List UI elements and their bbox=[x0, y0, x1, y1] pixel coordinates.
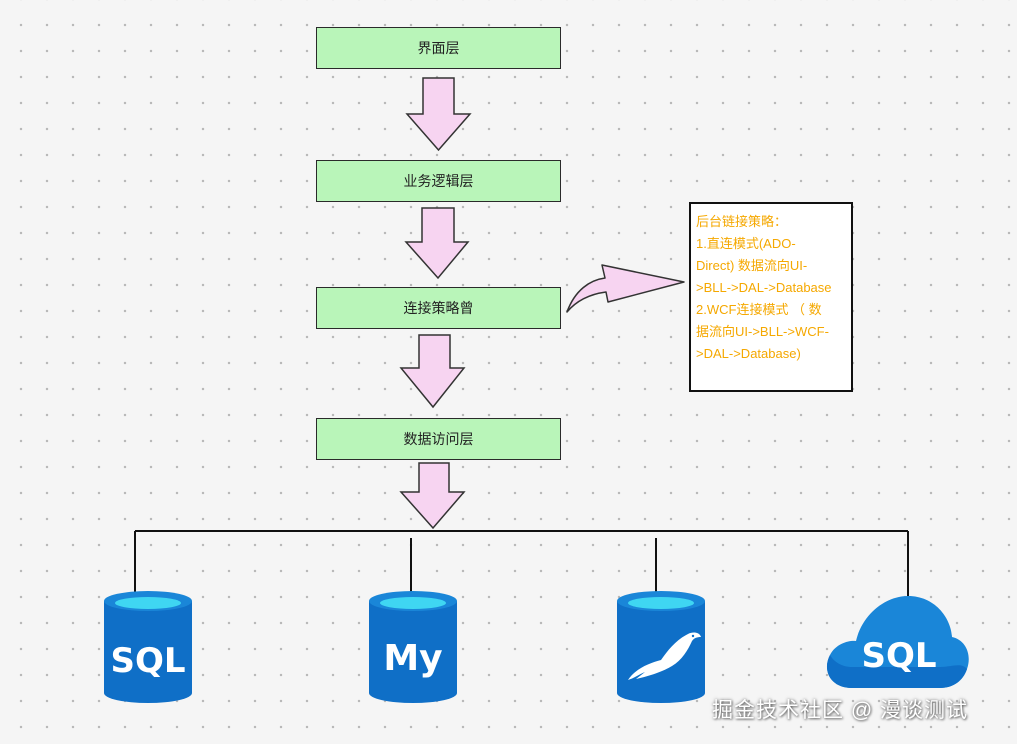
db-label-2: My bbox=[383, 638, 442, 679]
down-arrow-2 bbox=[404, 207, 470, 280]
callout-arrow bbox=[566, 264, 685, 313]
layer-ui-label: 界面层 bbox=[417, 40, 460, 56]
down-arrow-4 bbox=[399, 462, 466, 530]
note-line: 后台链接策略： bbox=[696, 214, 788, 229]
layer-ui: 界面层 bbox=[316, 27, 561, 69]
note-line: 1.直连模式(ADO- bbox=[696, 236, 796, 251]
db-label-1: SQL bbox=[110, 641, 185, 681]
mariadb-seal-icon bbox=[617, 591, 705, 703]
azure-sql-cloud-icon: SQL bbox=[826, 596, 969, 688]
layer-data-access: 数据访问层 bbox=[316, 418, 561, 460]
db-label-4: SQL bbox=[861, 636, 936, 676]
down-arrow-1 bbox=[405, 77, 472, 152]
layer-connection-strategy-label: 连接策略曾 bbox=[403, 300, 474, 316]
layer-connection-strategy: 连接策略曾 bbox=[316, 287, 561, 329]
note-line: >DAL->Database) bbox=[696, 346, 801, 361]
strategy-note: 后台链接策略： 1.直连模式(ADO- Direct) 数据流向UI- >BLL… bbox=[689, 202, 853, 392]
layer-data-access-label: 数据访问层 bbox=[403, 431, 474, 447]
layer-business-logic: 业务逻辑层 bbox=[316, 160, 561, 202]
note-line: 2.WCF连接模式 （ 数 bbox=[696, 302, 822, 317]
mysql-icon: My bbox=[369, 591, 457, 703]
down-arrow-3 bbox=[399, 334, 466, 409]
note-line: 据流向UI->BLL->WCF- bbox=[696, 324, 829, 339]
sql-server-icon: SQL bbox=[104, 591, 192, 703]
note-line: >BLL->DAL->Database bbox=[696, 280, 832, 295]
note-line: Direct) 数据流向UI- bbox=[696, 258, 808, 273]
watermark: 掘金技术社区 @ 漫谈测试 bbox=[712, 699, 968, 722]
layer-business-logic-label: 业务逻辑层 bbox=[403, 173, 474, 189]
